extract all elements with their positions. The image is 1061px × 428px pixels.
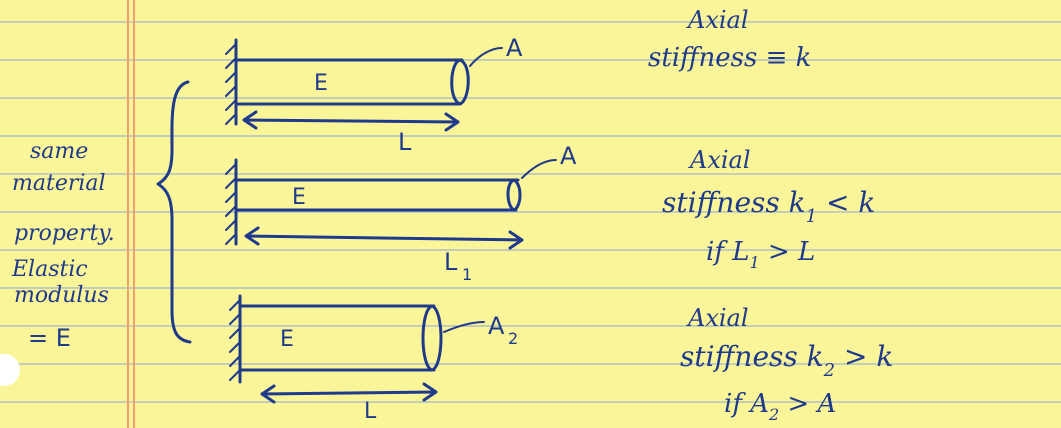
- bar-3-area: A: [488, 312, 505, 340]
- bar-3-modulus: E: [280, 327, 294, 352]
- bar-1: E A L: [225, 34, 523, 156]
- bar-1-area: A: [506, 34, 523, 62]
- side-note-line-6: = E: [28, 324, 71, 352]
- wall-hatch-2: [225, 163, 237, 245]
- bar-2-area-leader: [521, 159, 557, 179]
- side-note-line-1: same: [30, 139, 88, 164]
- margin-line: [127, 0, 135, 428]
- wall-hatch-1: [225, 43, 237, 125]
- side-note: same material property. Elastic modulus …: [11, 139, 115, 352]
- side-note-line-5: modulus: [14, 283, 109, 308]
- note-3-line-2: stiffness k2 > k: [680, 340, 893, 381]
- note-1: Axial stiffness ≡ k: [648, 6, 811, 73]
- note-3-line-1: Axial: [686, 304, 749, 332]
- bar-2-modulus: E: [292, 185, 306, 210]
- note-2-line-2: stiffness k1 < k: [662, 186, 875, 227]
- side-note-line-4: Elastic: [11, 257, 88, 282]
- bar-3-length: L: [364, 399, 377, 424]
- bar-2-length-subscript: 1: [462, 265, 472, 284]
- bar-end-3: [421, 304, 443, 372]
- note-3-line-3: if A2 > A: [724, 389, 836, 424]
- bar-1-area-leader: [469, 47, 503, 67]
- bar-3-area-subscript: 2: [508, 329, 518, 348]
- note-2-condition-tail: > L: [760, 237, 816, 267]
- note-2-line-3: if L1 > L: [706, 237, 815, 272]
- note-1-line-2: stiffness ≡ k: [648, 43, 811, 73]
- note-1-line-1: Axial: [686, 6, 749, 34]
- grouping-brace: [156, 80, 192, 344]
- bar-2-length: L: [444, 248, 458, 276]
- note-2-stiffness: stiffness k: [662, 186, 806, 219]
- note-2-subscript: 1: [806, 206, 817, 227]
- bar-1-length-arrow: [242, 110, 460, 132]
- bar-1-modulus: E: [314, 71, 328, 96]
- bar-body-3: [240, 304, 436, 372]
- note-2-condition-subscript: 1: [749, 253, 759, 272]
- bar-2: E A L 1: [225, 142, 577, 284]
- note-3-condition: if A: [724, 389, 769, 419]
- bar-3-length-arrow: [260, 382, 438, 404]
- note-3-stiffness: stiffness k: [680, 340, 824, 373]
- bar-3: E A 2 L: [229, 294, 518, 424]
- note-2-line-1: Axial: [688, 146, 751, 174]
- bar-1-length: L: [398, 128, 412, 156]
- note-2: Axial stiffness k1 < k if L1 > L: [662, 146, 875, 272]
- note-3-subscript: 2: [823, 360, 835, 381]
- bar-3-area-leader: [443, 321, 485, 333]
- binder-hole: [0, 354, 20, 386]
- side-note-line-2: material: [12, 171, 106, 196]
- note-2-comparison: < k: [817, 186, 875, 219]
- note-3: Axial stiffness k2 > k if A2 > A: [680, 304, 893, 424]
- ruled-lines: [0, 21, 1061, 403]
- note-3-condition-tail: > A: [779, 389, 836, 419]
- bar-end-1: [450, 58, 470, 106]
- bar-body-2: [236, 178, 520, 212]
- note-3-comparison: > k: [835, 340, 893, 373]
- bar-end-2: [506, 178, 522, 212]
- note-2-condition: if L: [706, 237, 749, 267]
- bar-body-1: [236, 58, 464, 106]
- wall-hatch-3: [229, 299, 241, 381]
- bar-2-length-arrow: [244, 226, 524, 250]
- bar-2-area: A: [560, 142, 577, 170]
- note-3-condition-subscript: 2: [768, 405, 779, 424]
- side-note-line-3: property.: [14, 221, 115, 246]
